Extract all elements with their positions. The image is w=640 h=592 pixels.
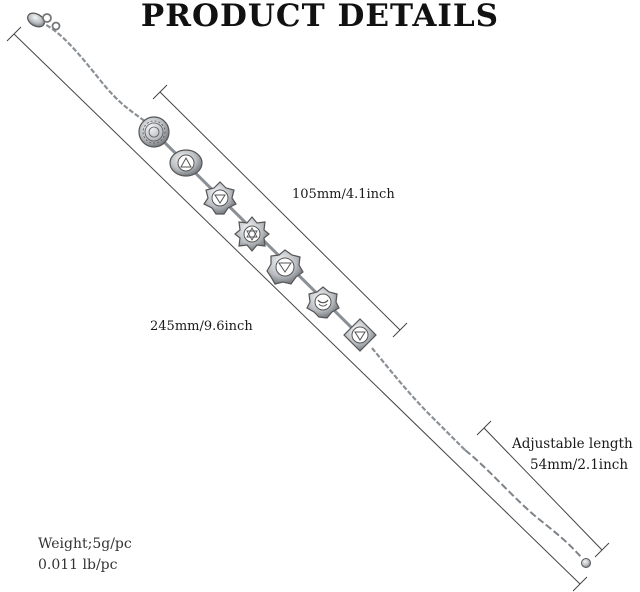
adjustable-length-dimension-line — [476, 420, 610, 558]
charm-section-dimension-line — [152, 84, 408, 338]
extender-chain — [464, 449, 583, 559]
heart-chakra-icon — [234, 216, 270, 252]
adjustable-length-title: Adjustable length — [512, 436, 633, 452]
throat-chakra-icon — [203, 181, 237, 215]
charm-section-length-label: 105mm/4.1inch — [292, 187, 395, 202]
extender-end-charm-icon — [581, 558, 591, 568]
sacral-chakra-icon — [306, 286, 340, 319]
page-title: PRODUCT DETAILS — [140, 0, 500, 34]
solar-plexus-chakra-icon — [266, 249, 304, 285]
weight-pounds-label: 0.011 lb/pc — [38, 557, 118, 573]
crown-chakra-icon — [138, 116, 170, 148]
root-chakra-icon — [343, 318, 377, 352]
lobster-clasp-icon — [27, 12, 61, 31]
lower-chain — [371, 347, 466, 451]
weight-grams-label: Weight;5g/pc — [38, 536, 132, 552]
adjustable-length-value: 54mm/2.1inch — [530, 457, 629, 473]
upper-chain — [39, 20, 151, 126]
total-length-dimension-line — [6, 26, 588, 592]
total-length-label: 245mm/9.6inch — [150, 319, 253, 334]
third-eye-chakra-icon — [169, 149, 203, 177]
